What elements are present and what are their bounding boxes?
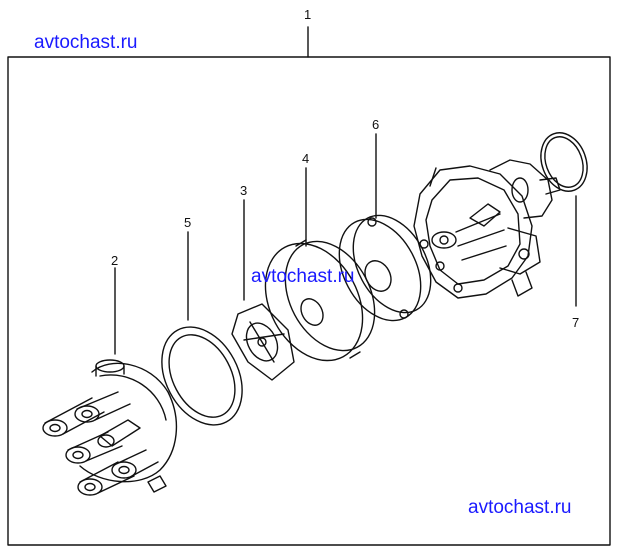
cap-seal xyxy=(161,231,243,426)
callout-7: 7 xyxy=(572,315,580,330)
distributor-housing xyxy=(413,159,561,299)
rotor xyxy=(231,199,295,381)
callout-1: 1 xyxy=(304,7,312,22)
watermark-middle: avtochast.ru xyxy=(251,266,355,287)
callout-6: 6 xyxy=(372,117,380,132)
watermark-top: avtochast.ru xyxy=(34,32,138,53)
callout-2: 2 xyxy=(111,253,119,268)
assembly-frame xyxy=(7,26,611,546)
distributor-cap xyxy=(42,267,178,496)
o-ring xyxy=(540,132,588,307)
callout-4: 4 xyxy=(302,151,310,166)
dust-shield xyxy=(264,167,376,362)
housing-cover xyxy=(338,133,432,322)
callout-3: 3 xyxy=(240,183,248,198)
watermark-bottom: avtochast.ru xyxy=(468,497,572,518)
callout-5: 5 xyxy=(184,215,192,230)
